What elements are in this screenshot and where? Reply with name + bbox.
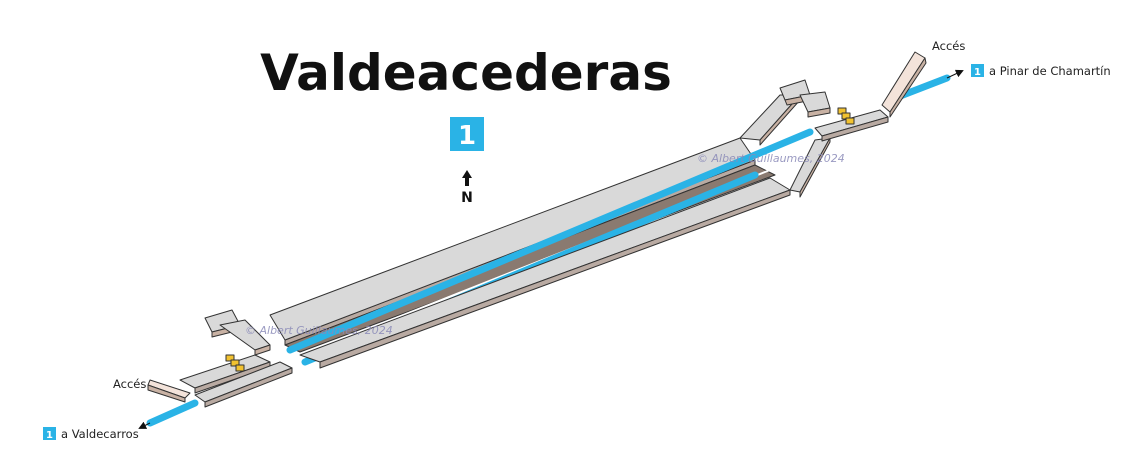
direction-north-badge [971,64,984,77]
direction-south: 1 a Valdecarros [43,421,151,441]
platform-upper [269,137,756,346]
north-label: N [461,190,473,206]
access-label-north-east: Accés [932,39,965,53]
track-rail-1 [286,128,814,354]
watermark-south: © Albert Guillaumes, 2024 [245,324,393,337]
line-badge-number: 1 [458,121,476,151]
access-label-south-west: Accés [113,377,146,391]
direction-south-text: a Valdecarros [61,427,139,441]
arrow-north-icon [946,69,964,79]
direction-north-text: a Pinar de Chamartín [989,64,1111,78]
track-south-extension [146,399,199,427]
direction-north-line: 1 [974,67,981,78]
escalator-north-east [837,107,855,125]
line-badge: 1 [450,117,484,151]
north-arrow-icon: N [461,170,473,206]
direction-south-badge [43,427,56,440]
escalator-south-west [225,354,245,372]
station-title: Valdeacederas [260,44,672,102]
line-badge-box [450,117,484,151]
arrow-south-icon [138,421,151,429]
north-east-hall [739,51,927,198]
platform-lower [299,177,791,369]
station-body [147,51,927,408]
watermark-north: © Albert Guillaumes, 2024 [697,152,845,165]
direction-north: 1 a Pinar de Chamartín [946,64,1111,79]
south-west-hall [147,309,293,408]
direction-south-line: 1 [46,430,53,441]
